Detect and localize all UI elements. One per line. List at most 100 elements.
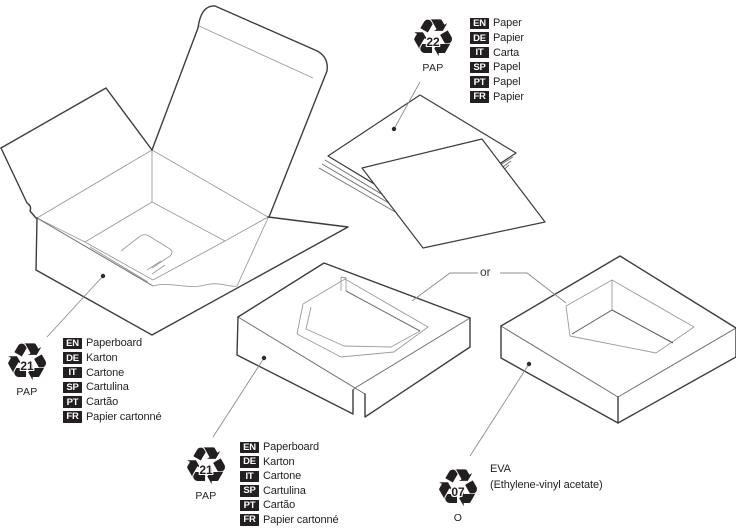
lang-row: EN Paperboard <box>240 440 338 455</box>
lang-badge: DE <box>240 456 259 468</box>
material-label: Papier cartonné <box>263 513 339 526</box>
lang-badge: EN <box>63 337 82 350</box>
material-code: O <box>453 512 463 524</box>
lang-row: SP Cartulina <box>240 484 338 499</box>
recycling-arrows-icon: ♻ <box>182 437 230 497</box>
box-lid <box>152 5 328 218</box>
material-label: Cartão <box>86 396 119 409</box>
leader-line <box>393 81 421 130</box>
lang-row: PT Cartão <box>240 498 338 513</box>
lang-row: FR Papier cartonné <box>240 513 339 528</box>
lang-badge: FR <box>240 514 259 526</box>
material-label: Cartone <box>86 366 125 379</box>
material-label: Paper <box>493 17 522 30</box>
lang-badge: PT <box>240 499 259 511</box>
leader-line <box>212 357 265 438</box>
lang-badge: EN <box>470 17 489 30</box>
material-label: Carta <box>493 46 520 59</box>
leader-line <box>46 275 104 338</box>
lang-badge: SP <box>470 61 489 74</box>
recycling-symbol-22-pap: ♻ 22 PAP <box>404 12 462 74</box>
lid-crease-line <box>198 25 314 79</box>
leader-dot <box>100 273 106 279</box>
lang-badge: PT <box>470 76 489 88</box>
lang-row: IT Cartone <box>63 365 161 380</box>
lang-row: SP Cartulina <box>63 380 161 395</box>
box-body <box>36 150 348 335</box>
lang-badge: DE <box>470 32 489 44</box>
material-code: PAP <box>195 490 217 502</box>
material-label: Karton <box>86 352 118 365</box>
lang-row: FR Papier cartonné <box>63 409 162 424</box>
lang-row: PT Cartão <box>63 395 161 410</box>
lang-badge: PT <box>63 396 82 408</box>
box-left-flap <box>1 88 152 218</box>
lang-badge: IT <box>240 470 259 482</box>
recycling-arrows-icon: ♻ <box>409 9 457 69</box>
material-label: Paperboard <box>263 441 319 454</box>
material-label: Papier <box>493 32 524 45</box>
leader-line <box>469 363 530 457</box>
recycling-block-tray: EN Paperboard DE Karton IT Cartone SP Cartul… <box>240 440 339 528</box>
or-label: or <box>480 265 491 279</box>
material-label: Papier cartonné <box>86 410 162 423</box>
tray-cavity <box>565 279 695 354</box>
or-connector-right <box>500 272 567 304</box>
recycling-arrows-icon: ♻ <box>3 333 51 393</box>
lang-row: DE Karton <box>63 351 161 366</box>
material-label: Cartão <box>263 499 296 512</box>
material-label: Cartulina <box>86 381 129 394</box>
material-code: PAP <box>16 386 38 398</box>
lang-row: EN Paperboard <box>63 336 161 351</box>
lang-row: IT Carta <box>470 45 524 60</box>
eva-name: EVA <box>490 463 511 475</box>
lang-row: DE Karton <box>240 455 338 470</box>
recycling-symbol-21-pap-tray: ♻ 21 PAP <box>177 440 235 502</box>
material-label: Karton <box>263 455 295 468</box>
material-label: Paperboard <box>86 337 142 350</box>
leader-dot <box>526 361 532 367</box>
recycling-arrows-icon: ♻ <box>434 459 482 519</box>
lang-badge: IT <box>470 46 489 59</box>
inner-flap-cutout <box>120 234 173 269</box>
eva-description: (Ethylene-vinyl acetate) <box>490 478 603 491</box>
material-label: Papier <box>493 90 524 103</box>
recycling-symbol-21-pap-box: ♻ 21 PAP <box>0 336 56 398</box>
paper-sheet-front <box>361 138 546 249</box>
recycling-code: 22 <box>426 35 440 49</box>
recycling-block-box: EN Paperboard DE Karton IT Cartone SP Cartul… <box>63 336 162 424</box>
paper-stack-drawing <box>318 94 546 249</box>
lang-badge: EN <box>240 441 259 453</box>
recycling-symbol-07-other: ♻ 07 O <box>429 462 487 524</box>
eva-material-text: EVA (Ethylene-vinyl acetate) <box>490 462 603 493</box>
lang-badge: SP <box>63 381 82 394</box>
material-label: Cartulina <box>263 484 306 497</box>
leader-dots <box>100 126 532 367</box>
lang-badge: FR <box>63 411 82 423</box>
lang-badge: FR <box>470 91 489 103</box>
lang-badge: SP <box>240 485 259 497</box>
recycling-code: 07 <box>451 485 465 499</box>
tray-cavity <box>296 276 429 358</box>
material-code: PAP <box>422 62 444 74</box>
leader-lines <box>46 81 567 457</box>
lang-badge: IT <box>63 366 82 379</box>
material-label: Papel <box>493 76 521 89</box>
lang-row: PT Papel <box>470 75 524 90</box>
paperboard-tray-drawing <box>236 262 471 418</box>
lang-row: IT Cartone <box>240 469 338 484</box>
material-label: Cartone <box>263 470 302 483</box>
recycling-code: 21 <box>199 463 213 477</box>
recycling-code: 21 <box>20 359 34 373</box>
lang-row: FR Papier <box>470 89 524 104</box>
or-connector-left <box>411 272 478 302</box>
lang-row: DE Papier <box>470 31 524 46</box>
eva-tray-drawing <box>500 255 736 424</box>
lang-badge: DE <box>63 352 82 364</box>
lang-row: EN Paper <box>470 16 524 31</box>
leader-dot <box>261 355 267 361</box>
leader-dot <box>391 126 397 132</box>
